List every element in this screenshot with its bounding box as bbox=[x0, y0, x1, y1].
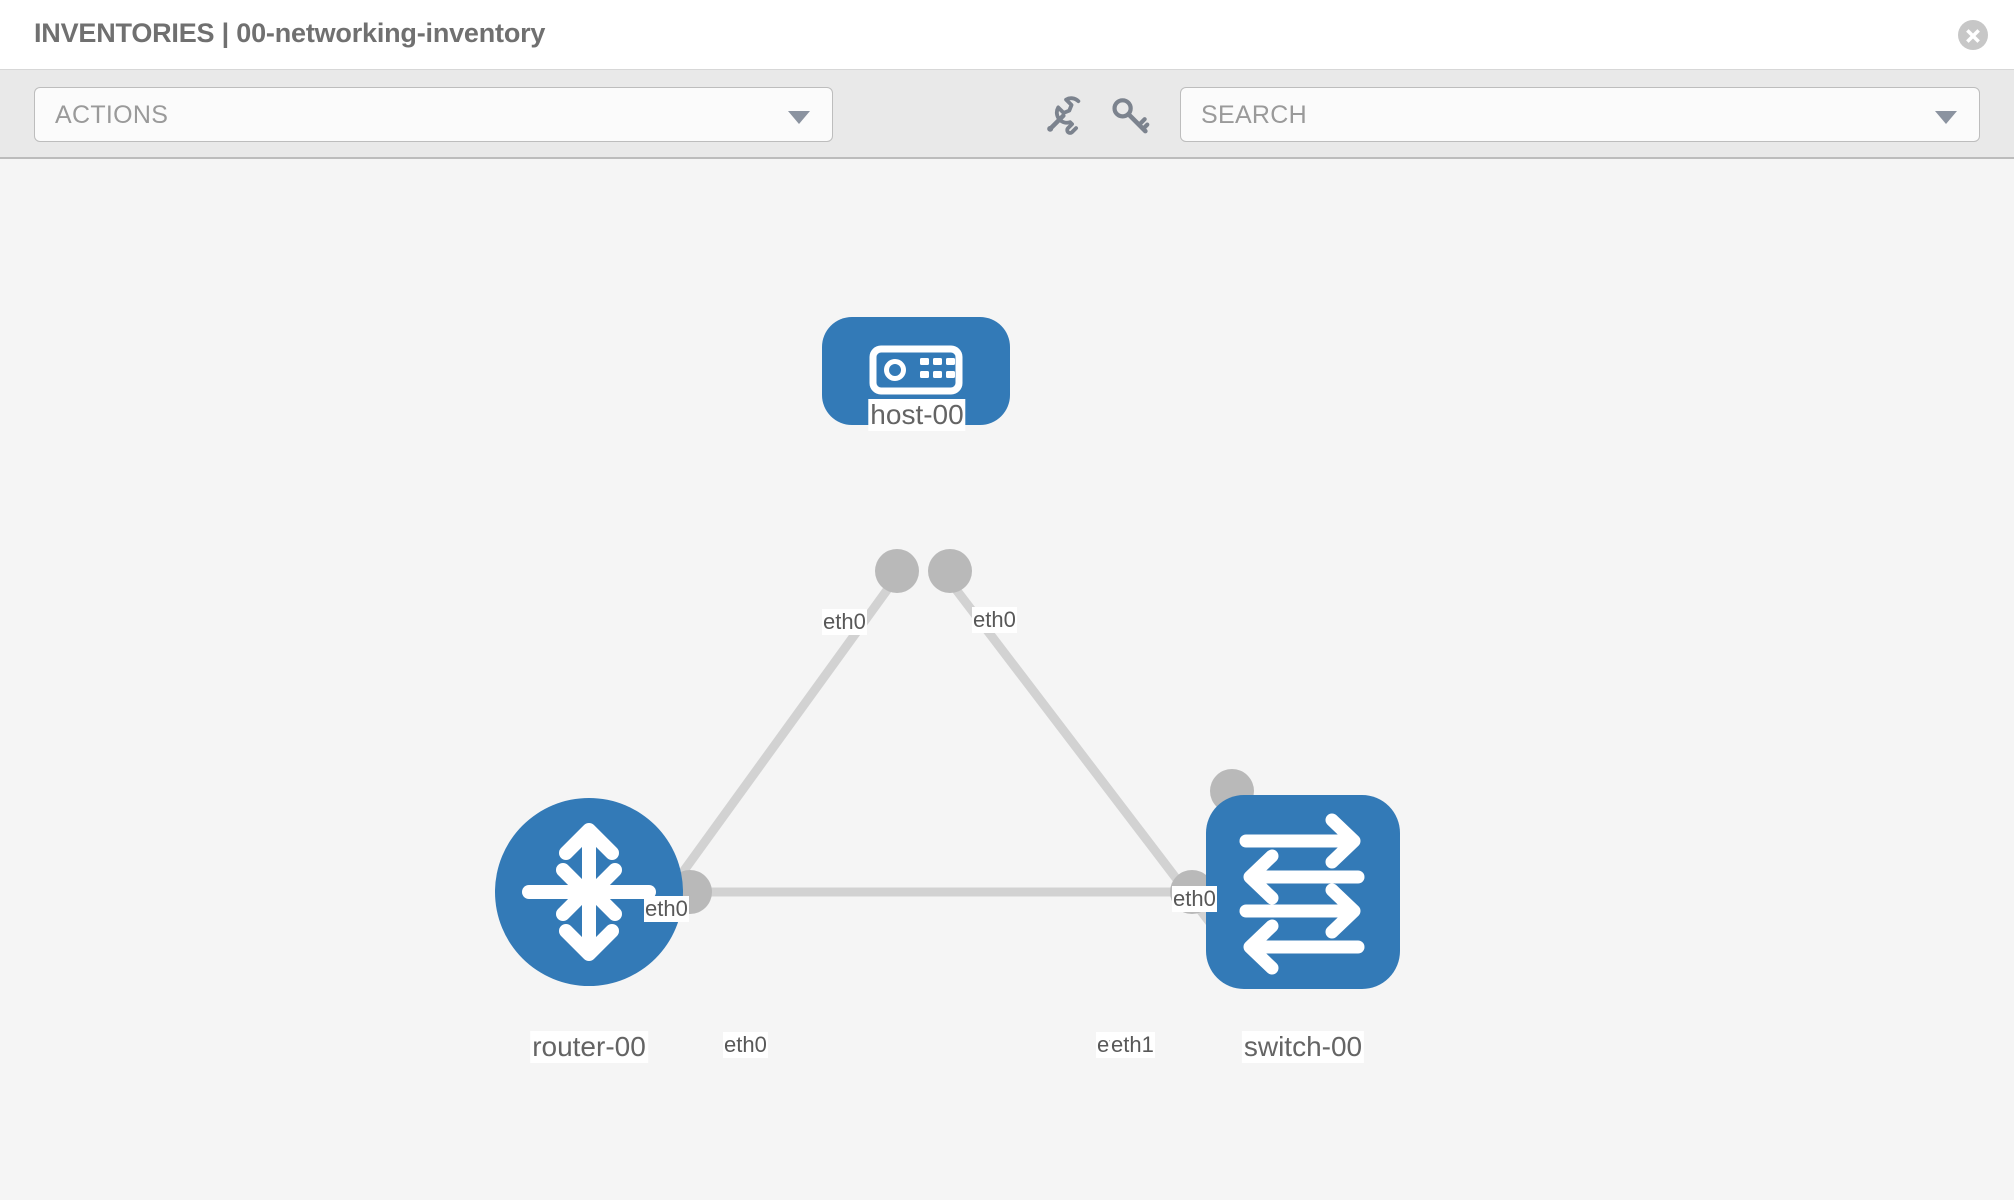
node-switch-00 bbox=[1206, 795, 1400, 989]
topology-graph bbox=[495, 317, 1400, 989]
connector-host-right bbox=[928, 549, 972, 593]
node-label-router-00: router-00 bbox=[530, 1031, 648, 1063]
window-header: INVENTORIES | 00-networking-inventory bbox=[0, 0, 2014, 70]
search-input[interactable]: SEARCH bbox=[1180, 87, 1980, 142]
actions-dropdown-label: ACTIONS bbox=[55, 101, 169, 129]
actions-dropdown[interactable]: ACTIONS bbox=[34, 87, 833, 142]
topology-links bbox=[616, 576, 1234, 962]
iface-label-router-uplink: eth0 bbox=[644, 896, 689, 922]
wrench-icon[interactable] bbox=[1043, 94, 1085, 136]
iface-label-host-left: eth0 bbox=[822, 609, 867, 635]
node-host-00 bbox=[822, 317, 1010, 425]
iface-label-router-eth0: eth0 bbox=[723, 1032, 768, 1058]
node-router-00 bbox=[495, 798, 683, 986]
search-placeholder: SEARCH bbox=[1201, 101, 1307, 129]
page-title: INVENTORIES | 00-networking-inventory bbox=[34, 18, 546, 48]
key-icon[interactable] bbox=[1110, 94, 1152, 136]
connector-host-left bbox=[875, 549, 919, 593]
close-icon[interactable] bbox=[1958, 20, 1988, 50]
iface-label-switch-eth1: eth1 bbox=[1110, 1032, 1155, 1058]
chevron-down-icon[interactable] bbox=[1935, 111, 1957, 124]
iface-label-host-right: eth0 bbox=[972, 607, 1017, 633]
chevron-down-icon bbox=[788, 111, 810, 124]
node-label-switch-00: switch-00 bbox=[1241, 1031, 1365, 1063]
topology-canvas[interactable]: host-00 router-00 switch-00 eth0 eth0 et… bbox=[0, 159, 2014, 1200]
toolbar: ACTIONS SEARCH bbox=[0, 70, 2014, 159]
node-label-host-00: host-00 bbox=[868, 399, 966, 431]
iface-label-switch-uplink: eth0 bbox=[1172, 886, 1217, 912]
